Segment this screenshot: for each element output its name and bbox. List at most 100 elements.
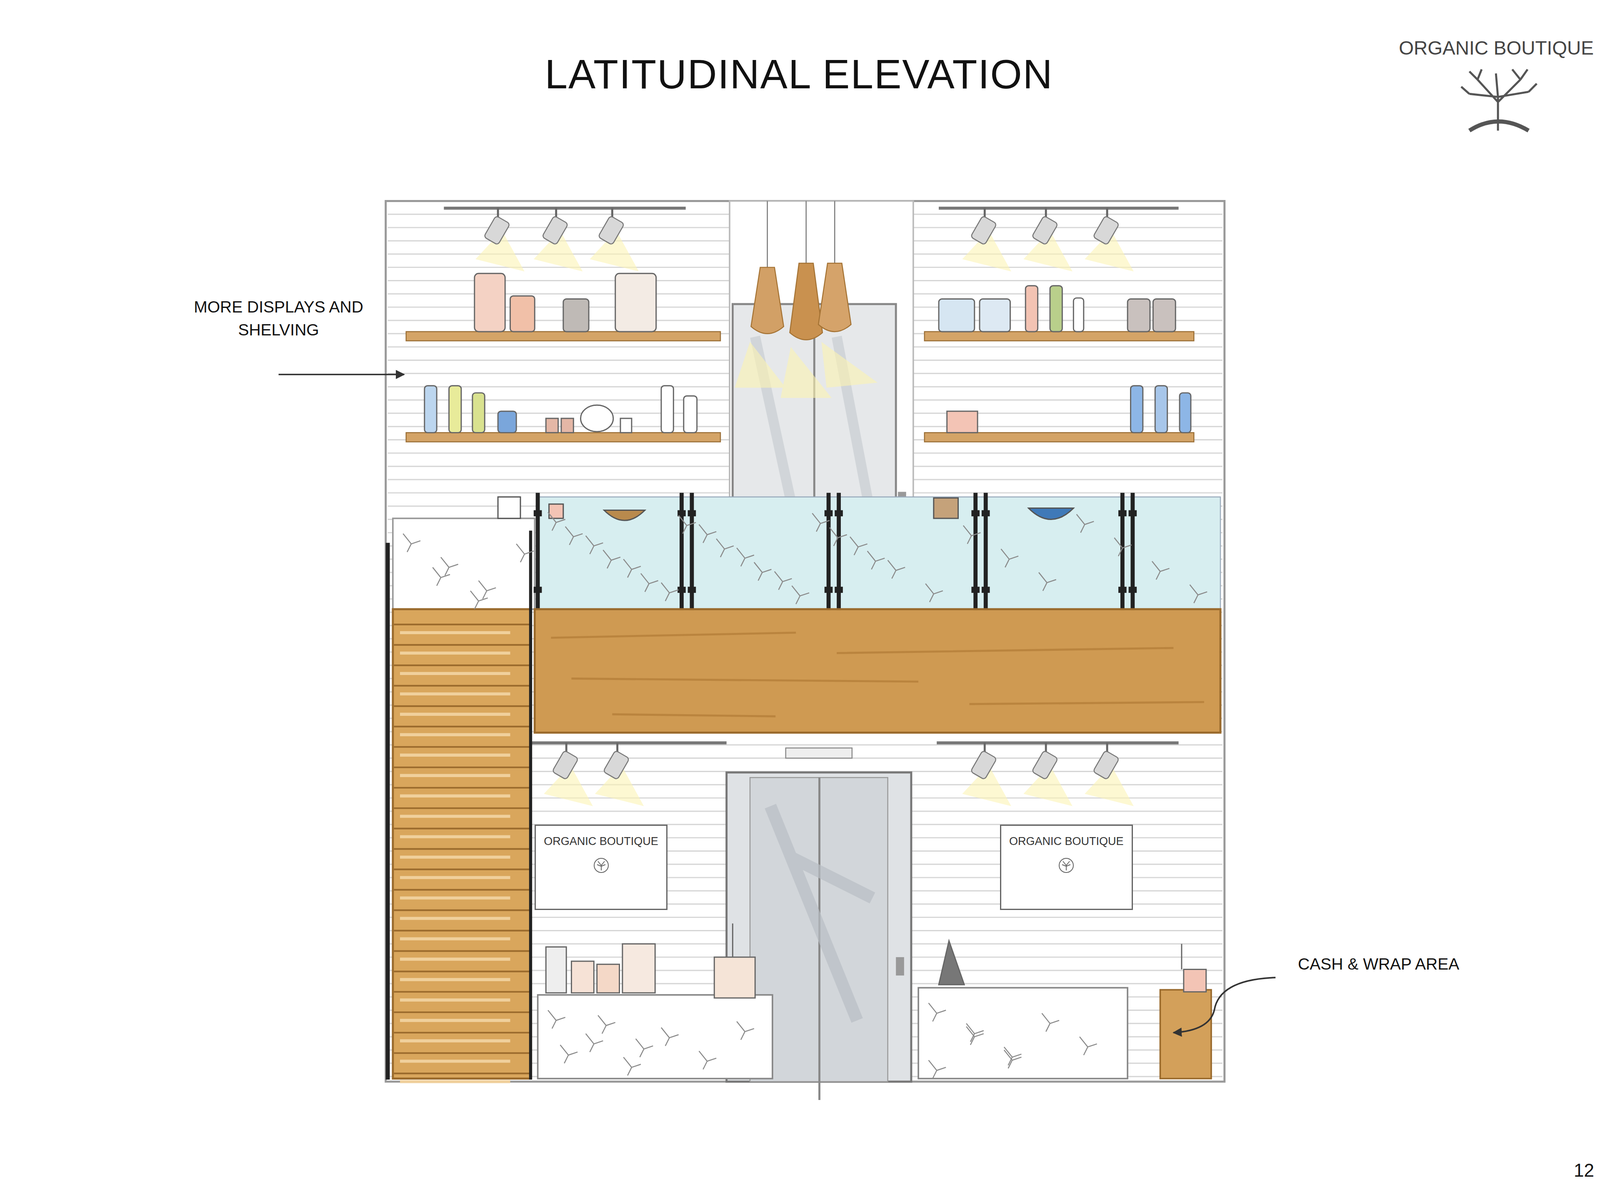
- upper-counter: [392, 518, 535, 610]
- wall-sign: ORGANIC BOUTIQUE: [1000, 824, 1133, 911]
- marble-vein: [402, 533, 421, 553]
- callout-label: CASH & WRAP AREA: [1297, 955, 1460, 974]
- stair-highlight: [400, 794, 510, 798]
- stair-highlight: [400, 733, 510, 737]
- marble-vein: [585, 535, 604, 555]
- glass-clip: [981, 510, 990, 517]
- stair-highlight: [400, 855, 510, 859]
- marble-vein: [661, 1027, 679, 1046]
- marble-vein: [887, 560, 906, 579]
- stair-tread: [393, 970, 530, 973]
- glass-clip: [1128, 510, 1138, 517]
- glass-clip: [1118, 586, 1127, 593]
- stair-tread: [393, 746, 530, 748]
- stair-highlight: [400, 631, 510, 635]
- stair-tread: [393, 990, 530, 993]
- marble-vein: [699, 524, 717, 543]
- stair-highlight: [400, 937, 510, 940]
- marble-vein: [516, 543, 534, 563]
- marble-vein: [635, 1038, 654, 1058]
- stair-tread: [393, 644, 530, 646]
- spotlight: [1092, 215, 1120, 245]
- page-title: LATITUDINAL ELEVATION: [545, 50, 1054, 98]
- glass-clip: [1128, 586, 1138, 593]
- stair-highlight: [400, 1059, 510, 1063]
- cash-counter: [918, 987, 1128, 1079]
- upper-decor: [497, 497, 1074, 521]
- marble-vein: [774, 571, 793, 590]
- marble-vein: [812, 513, 830, 532]
- glass-clip: [1118, 510, 1127, 517]
- glass-railing: [537, 497, 1221, 610]
- marble-vein: [850, 536, 868, 555]
- callout-label: MORE DISPLAYS AND SHELVING: [184, 295, 373, 342]
- stair-tread: [393, 950, 530, 952]
- spotlight: [1031, 215, 1058, 245]
- stair-tread: [393, 705, 530, 708]
- glass-clip: [687, 510, 697, 517]
- stair-highlight: [400, 998, 510, 1002]
- glass-clip: [533, 510, 543, 517]
- stair-highlight: [400, 1018, 510, 1022]
- spotlight: [1031, 750, 1058, 780]
- leader-line: [278, 373, 405, 376]
- glass-clip: [834, 510, 843, 517]
- spotlight: [970, 215, 997, 245]
- logo-tree: [1461, 69, 1537, 131]
- marble-vein: [1041, 1013, 1060, 1032]
- marble-vein: [736, 1021, 755, 1040]
- stair-tread: [393, 787, 530, 789]
- marble-vein: [966, 1026, 984, 1045]
- marble-vein: [1000, 549, 1019, 568]
- stair-highlight: [400, 1080, 510, 1083]
- stair-highlight: [400, 875, 510, 879]
- stair-tread: [393, 623, 530, 626]
- marble-vein: [602, 550, 621, 569]
- stair-highlight: [400, 916, 510, 920]
- glass-clip: [533, 586, 543, 593]
- glass-clip: [687, 586, 697, 593]
- stair-highlight: [400, 835, 510, 838]
- marble-vein: [699, 1050, 717, 1070]
- stair-tread: [393, 766, 530, 769]
- marble-vein: [966, 1023, 984, 1042]
- stair-tread: [393, 725, 530, 728]
- marble-vein: [754, 562, 772, 581]
- marble-vein: [736, 547, 755, 567]
- wall-sign: ORGANIC BOUTIQUE: [534, 824, 668, 911]
- stair-highlight: [400, 896, 510, 900]
- marble-vein: [928, 1002, 947, 1022]
- marble-vein: [597, 1015, 616, 1034]
- stair-tread: [393, 1072, 530, 1075]
- marble-vein: [1190, 584, 1208, 603]
- marble-vein: [963, 525, 981, 544]
- marble-vein: [560, 1045, 578, 1064]
- stair-highlight: [400, 672, 510, 675]
- spotlight: [552, 750, 579, 780]
- marble-vein: [640, 573, 659, 592]
- marble-vein: [928, 1060, 947, 1079]
- sign-text: ORGANIC BOUTIQUE: [1009, 835, 1124, 848]
- sign-logo-ring: [1059, 858, 1074, 873]
- marble-vein: [661, 582, 679, 601]
- stair-tread: [393, 848, 530, 850]
- marble-vein: [565, 526, 583, 545]
- page-number: 12: [1573, 1160, 1595, 1181]
- marble-vein: [716, 538, 734, 558]
- spotlight: [603, 750, 630, 780]
- mezzanine-floor: [534, 609, 1221, 733]
- stair-tread: [393, 664, 530, 667]
- stair-highlight: [400, 815, 510, 818]
- stair-tread: [393, 868, 530, 871]
- stair-highlight: [400, 774, 510, 778]
- stair-highlight: [400, 651, 510, 655]
- stair-tread: [393, 807, 530, 810]
- stair-tread: [393, 685, 530, 687]
- marble-vein: [623, 559, 641, 578]
- stair-tread: [393, 930, 530, 932]
- staircase: [392, 609, 531, 1079]
- logo-text: ORGANIC BOUTIQUE: [1398, 36, 1594, 60]
- marble-vein: [1004, 1047, 1022, 1066]
- sign-logo-tree: [597, 861, 606, 871]
- stair-highlight: [400, 712, 510, 716]
